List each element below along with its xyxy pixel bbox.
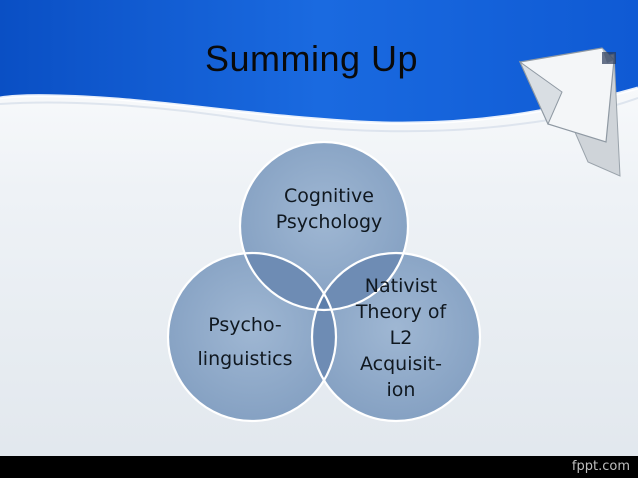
venn-diagram: [166, 140, 482, 423]
venn-label-cognitive: Cognitive Psychology: [254, 183, 404, 235]
header-band: [0, 0, 638, 124]
venn-label-line: Cognitive: [284, 185, 374, 207]
footer-brand: fppt.com: [571, 459, 630, 474]
footer-bar: fppt.com: [0, 456, 638, 478]
venn-label-line: ion: [386, 379, 416, 401]
venn-label-psycholinguistics-1: Psycho-: [193, 312, 297, 338]
venn-label-line: Theory of: [355, 301, 447, 323]
venn-label-line: Acquisit-: [360, 353, 442, 375]
paper-icon: [518, 47, 621, 177]
overlap-cognitive-nativist: [312, 253, 408, 310]
venn-label-line: L2: [389, 327, 413, 349]
slide-title: Summing Up: [205, 38, 419, 79]
venn-label-line: Psychology: [275, 211, 383, 233]
venn-label-nativist: Nativist Theory of L2 Acquisit- ion: [336, 273, 466, 403]
venn-label-line: Nativist: [364, 275, 438, 297]
venn-label-line: Psycho-: [208, 314, 282, 336]
venn-label-line: linguistics: [197, 348, 293, 370]
overlap-cognitive-psycho: [240, 253, 336, 310]
venn-label-psycholinguistics-2: linguistics: [185, 346, 305, 372]
